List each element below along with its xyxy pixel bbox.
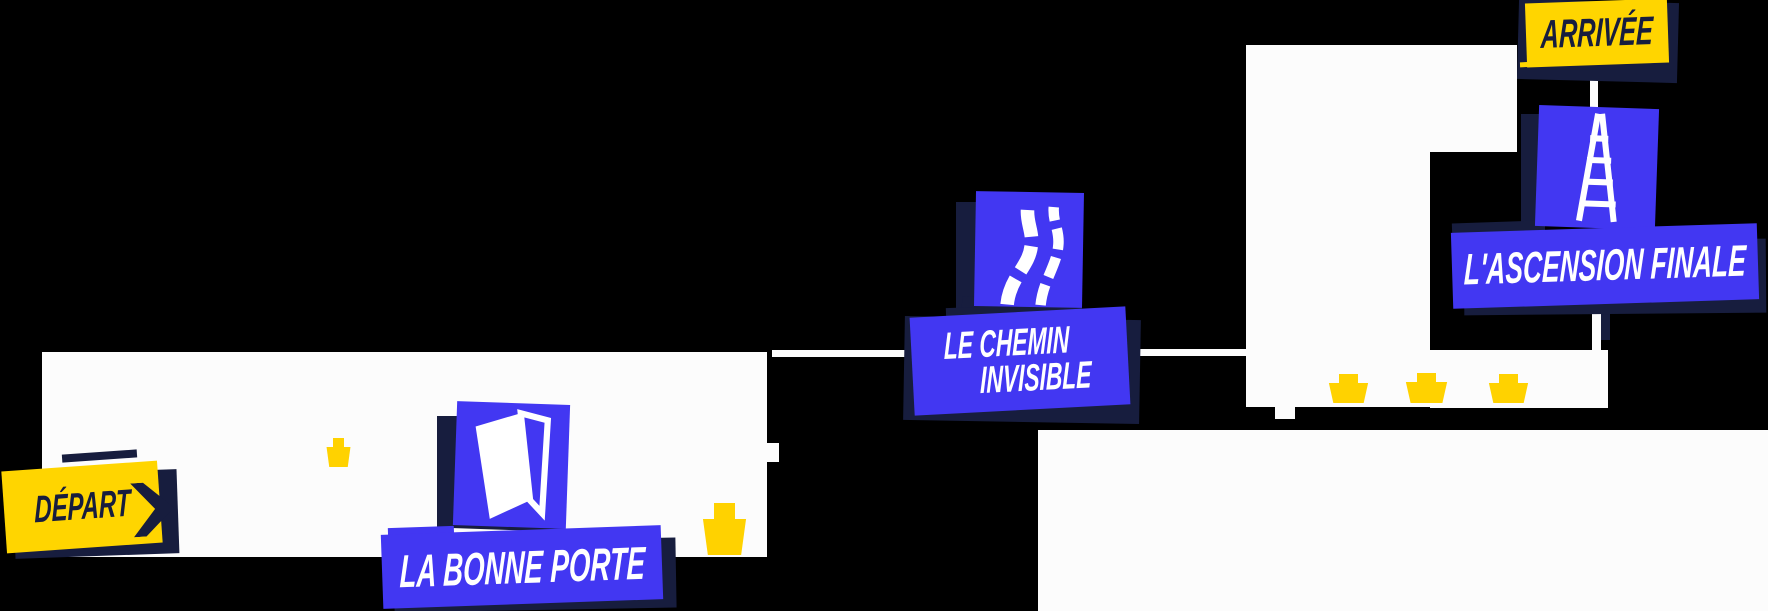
path-line-left [772, 350, 913, 357]
porte-banner[interactable]: LA BONNE PORTE [380, 525, 664, 609]
ground-left-notch [767, 443, 779, 462]
arrivee-label: ARRIVÉE [1540, 8, 1654, 57]
path-line-ascension-shadow [1601, 310, 1610, 340]
path-line-right [1140, 349, 1246, 356]
ladder-icon [1575, 113, 1617, 223]
gift-icon [1488, 374, 1529, 403]
ascension-label: L'ASCENSION FINALE [1463, 236, 1747, 295]
porte-label: LA BONNE PORTE [398, 536, 646, 598]
ascension-banner[interactable]: L'ASCENSION FINALE [1450, 223, 1760, 309]
depart-badge: DÉPART [1, 460, 163, 554]
ground-bottom-right-platform [1038, 430, 1768, 611]
gift-icon [326, 438, 351, 467]
gift-icon [702, 503, 747, 555]
depart-label: DÉPART [33, 482, 131, 531]
path-line-arrivee-vertical [1590, 70, 1598, 108]
path-line-ascension-vertical [1592, 306, 1601, 354]
ground-middle-column [1246, 45, 1430, 407]
arrivee-badge: ARRIVÉE [1524, 0, 1670, 68]
arrivee-badge-accent-dash [1519, 61, 1539, 68]
chemin-banner[interactable]: LE CHEMIN INVISIBLE [909, 306, 1131, 416]
ground-top-right-extension [1430, 45, 1517, 152]
road-tile[interactable] [974, 191, 1084, 308]
road-icon [1000, 206, 1064, 306]
chemin-label-line2: INVISIBLE [980, 354, 1092, 403]
ladder-tile[interactable] [1534, 104, 1660, 231]
gift-icon [1405, 373, 1448, 403]
door-tile[interactable] [452, 401, 571, 529]
gift-icon [1328, 374, 1369, 403]
ground-middle-column-tab [1275, 407, 1295, 419]
door-icon [475, 409, 552, 521]
